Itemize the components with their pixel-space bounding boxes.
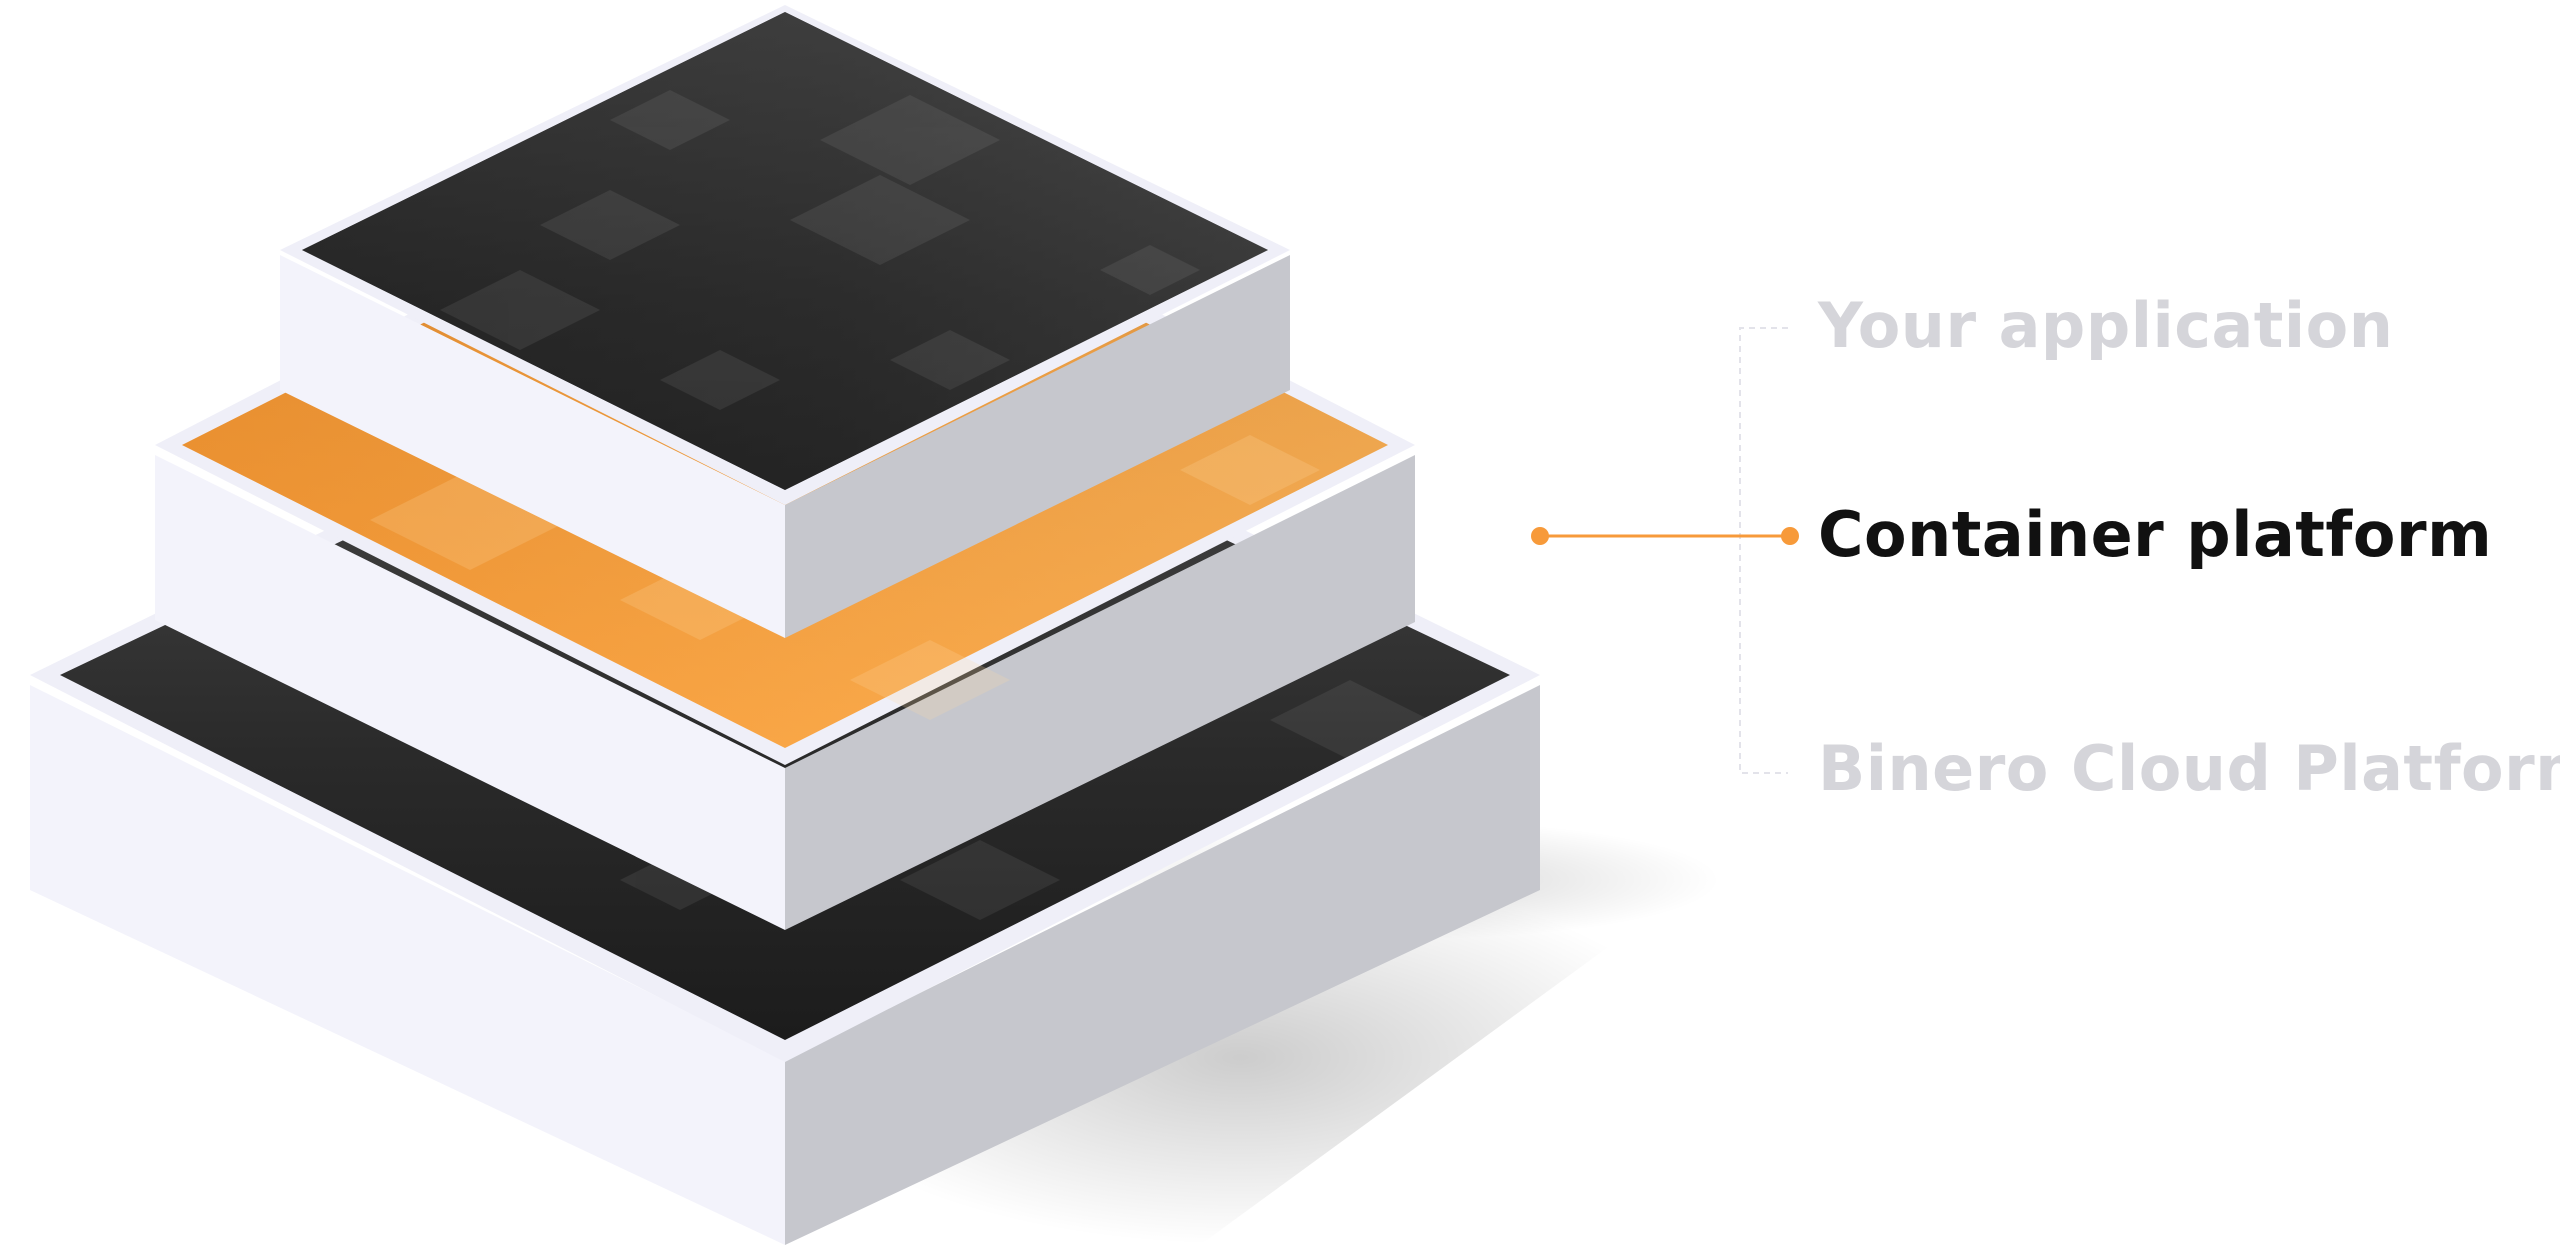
layer-label-container-platform[interactable]: Container platform	[1818, 498, 2493, 571]
layer-label-your-application[interactable]: Your application	[1818, 289, 2394, 362]
connector-end-dot	[1781, 527, 1799, 545]
legend-connectors	[1531, 327, 1799, 774]
layer-label-binero-cloud-platform[interactable]: Binero Cloud Platform	[1818, 732, 2560, 805]
block-application	[280, 5, 1290, 638]
connector-start-dot	[1531, 527, 1549, 545]
